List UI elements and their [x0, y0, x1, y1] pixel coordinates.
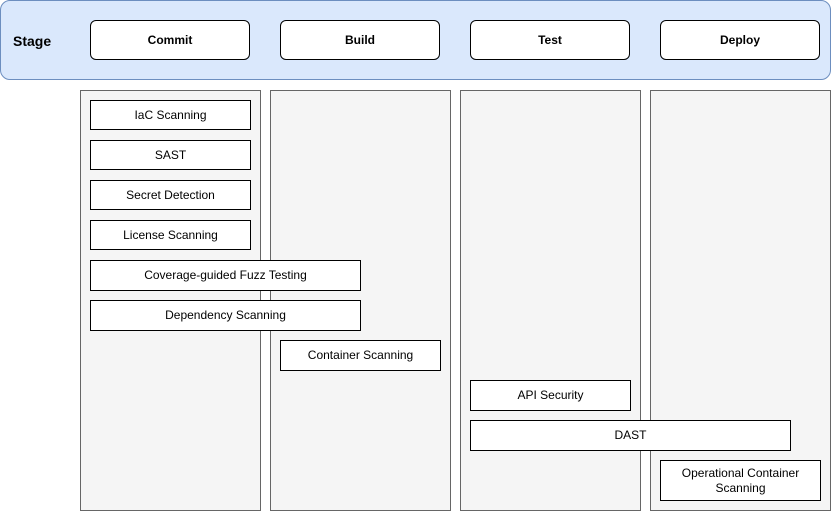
stage-label: Stage: [13, 33, 52, 49]
tool-license-scanning[interactable]: License Scanning: [90, 220, 251, 250]
stage-build[interactable]: Build: [280, 20, 440, 60]
tool-api-security[interactable]: API Security: [470, 380, 631, 411]
tool-sast[interactable]: SAST: [90, 140, 251, 170]
tool-operational-container-scanning[interactable]: Operational Container Scanning: [660, 460, 821, 501]
stage-deploy[interactable]: Deploy: [660, 20, 820, 60]
tool-coverage-guided-fuzz-testing[interactable]: Coverage-guided Fuzz Testing: [90, 260, 361, 291]
tool-dependency-scanning[interactable]: Dependency Scanning: [90, 300, 361, 331]
tool-container-scanning[interactable]: Container Scanning: [280, 340, 441, 371]
tool-iac-scanning[interactable]: IaC Scanning: [90, 100, 251, 130]
stage-test[interactable]: Test: [470, 20, 630, 60]
tool-dast[interactable]: DAST: [470, 420, 791, 451]
stage-commit[interactable]: Commit: [90, 20, 250, 60]
tool-secret-detection[interactable]: Secret Detection: [90, 180, 251, 210]
